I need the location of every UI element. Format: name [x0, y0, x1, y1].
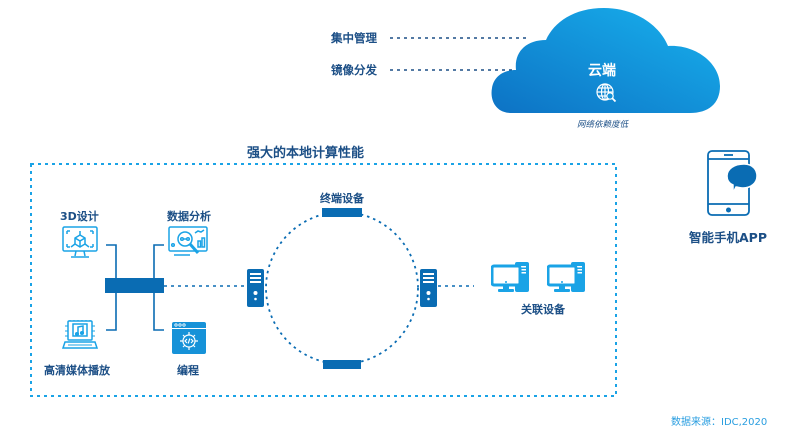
terminal-bar-top [322, 208, 362, 217]
cloud-caption: 网络依赖度低 [577, 120, 629, 130]
terminal-device-label: 终端设备 [320, 192, 364, 205]
mobile-app-label: 智能手机APP [689, 230, 767, 245]
link-label-centralized-management: 集中管理 [331, 31, 377, 45]
terminal-bar-bottom [323, 360, 361, 369]
local-compute-frame [30, 163, 617, 397]
data-source-note: 数据来源：IDC,2020 [671, 417, 768, 428]
app-label-programming: 编程 [177, 364, 199, 377]
data-analysis-icon [168, 226, 208, 256]
network-ring [265, 211, 419, 365]
hub-bar [105, 278, 164, 293]
server-icon-left [247, 269, 264, 307]
cloud-shape [491, 8, 720, 113]
globe-search-icon [596, 83, 617, 103]
cloud-title: 云端 [588, 63, 616, 79]
desktop-computer-icon-2 [547, 262, 585, 292]
media-laptop-icon [62, 320, 98, 349]
related-devices-label: 关联设备 [521, 303, 565, 316]
app-label-3d-design: 3D设计 [60, 210, 99, 223]
local-compute-title: 强大的本地计算性能 [247, 146, 365, 161]
app-label-data-analysis: 数据分析 [167, 210, 211, 223]
3d-design-monitor-icon [62, 226, 98, 258]
server-icon-right [420, 269, 437, 307]
desktop-computer-icon-1 [491, 262, 529, 292]
link-label-mirror-distribution: 镜像分发 [331, 63, 377, 77]
smartphone-chat-icon [707, 150, 757, 216]
hub-connectors [106, 244, 164, 331]
app-label-media-playback: 高清媒体播放 [44, 364, 110, 377]
programming-gear-icon [172, 322, 206, 354]
